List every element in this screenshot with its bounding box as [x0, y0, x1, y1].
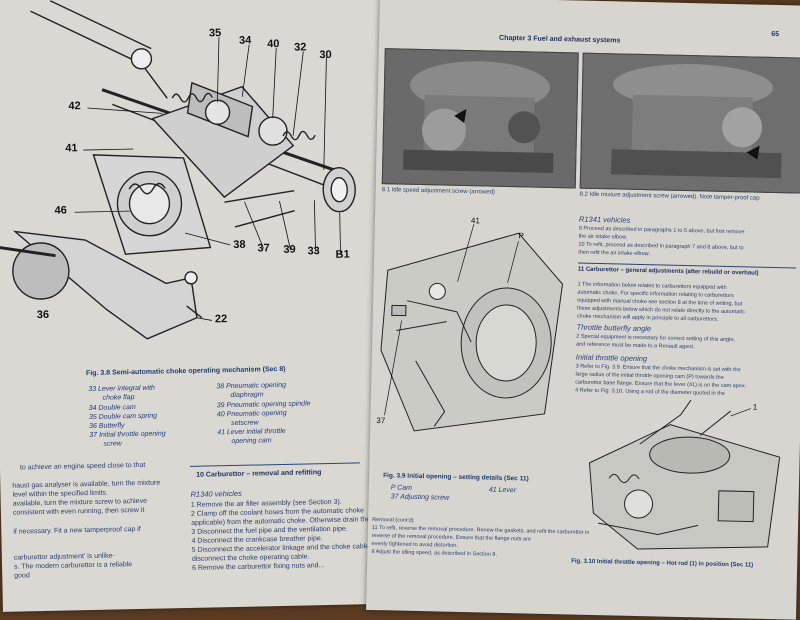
callout-39: 39: [283, 243, 296, 256]
legend-item: 37 Initial throttle opening: [89, 430, 166, 440]
section-rule: [189, 462, 360, 467]
legend-item: 34 Double cam: [88, 404, 136, 413]
page-number: 65: [771, 30, 780, 39]
sub-heading: R1340 vehicles: [190, 488, 242, 499]
fig9-caption: Fig. 3.9 Initial opening – setting detai…: [383, 472, 529, 483]
callout-42: 42: [68, 100, 81, 113]
chapter-header: Chapter 3 Fuel and exhaust systems: [498, 34, 621, 45]
photo-idle-speed: [381, 48, 579, 189]
text-line: 9 Adjust the idling speed, as described …: [371, 548, 498, 558]
text-line: consistent with even running, then screw…: [12, 506, 145, 517]
fig-3-9-drawing: [380, 224, 564, 432]
callout-34: 34: [238, 34, 252, 47]
sub-heading-initial: Initial throttle opening: [575, 352, 648, 364]
callout-32: 32: [294, 41, 307, 54]
sub-heading-r1341: R1341 vehicles: [578, 214, 631, 225]
r1341-text: 9 Proceed as described in paragraphs 1 t…: [380, 0, 800, 258]
text-line: to achieve an engine speed close to that: [19, 461, 146, 472]
callout-46: 46: [54, 204, 67, 217]
legend-item: opening cam: [231, 437, 272, 446]
text-line: if necessary. Fit a new tamperproof cap …: [13, 525, 141, 536]
fig9-callout-P: P: [518, 231, 525, 241]
text-line: then refit the air intake elbow.: [578, 249, 650, 258]
legend-item: choke flap: [102, 394, 135, 402]
text-line: good: [14, 572, 30, 580]
callout-30: 30: [319, 48, 332, 62]
callout-33: 33: [307, 245, 320, 258]
fig-3-10-drawing: [588, 399, 781, 550]
text-line: and reference must be made to a Renault …: [576, 341, 695, 351]
fig10-caption: Fig. 3.10 Initial throttle opening – Hot…: [571, 558, 754, 569]
callout-37: 37: [257, 242, 270, 255]
text-line: s. The modern carburettor is a reliable: [13, 561, 133, 571]
sub-heading-throttle: Throttle butterfly angle: [576, 322, 652, 334]
legend-item: 40 Pneumatic opening: [216, 409, 287, 419]
removal-refit-text: Removal (cont'd) 11 To refit, reverse th…: [371, 0, 800, 558]
fig9-callout-37: 37: [376, 416, 386, 426]
photo-idle-speed-image: [382, 49, 578, 188]
step-line: 6 Remove the carburettor fixing nuts and…: [192, 562, 325, 572]
callout-35: 35: [208, 27, 222, 40]
fig9-legend: P Cam 37 Adjusting screw 41 Lever: [380, 0, 800, 501]
right-page: Chapter 3 Fuel and exhaust systems 65 8.…: [366, 0, 800, 620]
section-heading: 10 Carburettor – removal and refitting: [196, 469, 322, 479]
callout-38: 38: [233, 238, 246, 251]
fig9-legend-item: P Cam: [390, 484, 413, 492]
photo-idle-mixture-image: [580, 53, 800, 193]
legend-item: 38 Pneumatic opening: [216, 381, 287, 391]
section-11-text: 1 The information below relates to carbu…: [380, 0, 800, 323]
legend-item: screw: [103, 440, 122, 448]
fig9-legend-item: 37 Adjusting screw: [390, 493, 450, 502]
callout-41: 41: [65, 142, 78, 155]
callout-40: 40: [267, 37, 280, 51]
figure-caption: Fig. 3.8 Semi-automatic choke operating …: [85, 365, 286, 378]
section-11-heading: 11 Carburettor – general adjustments (af…: [577, 266, 759, 277]
fig9-legend-item: 41 Lever: [488, 486, 517, 495]
photo2-caption: 8.2 Idle mixture adjustment screw (arrow…: [579, 191, 760, 202]
fig9-callout-41: 41: [470, 216, 480, 226]
choke-mechanism-drawing: [0, 0, 356, 340]
left-page: 35 34 40 32 30 42 41 46 38 37 39 33 B1 3…: [0, 0, 401, 612]
legend-item: setscrew: [231, 419, 259, 428]
legend-item: diaphragm: [230, 391, 264, 400]
legend-item: 33 Lever integral with: [88, 384, 155, 394]
fig10-callout-1: 1: [752, 402, 758, 412]
legend-item: 36 Butterfly: [89, 422, 125, 431]
callout-22: 22: [214, 313, 228, 326]
callout-B1: B1: [335, 248, 350, 261]
legend-item: 35 Double cam spring: [88, 412, 158, 422]
photo1-caption: 8.1 Idle speed adjustment screw (arrowed…: [381, 187, 496, 196]
legend-item: 39 Pneumatic opening spindle: [216, 400, 311, 410]
callout-36: 36: [36, 308, 50, 322]
photo-idle-mixture: [579, 52, 800, 194]
legend-item: 41 Lever initial throttle: [217, 427, 286, 437]
